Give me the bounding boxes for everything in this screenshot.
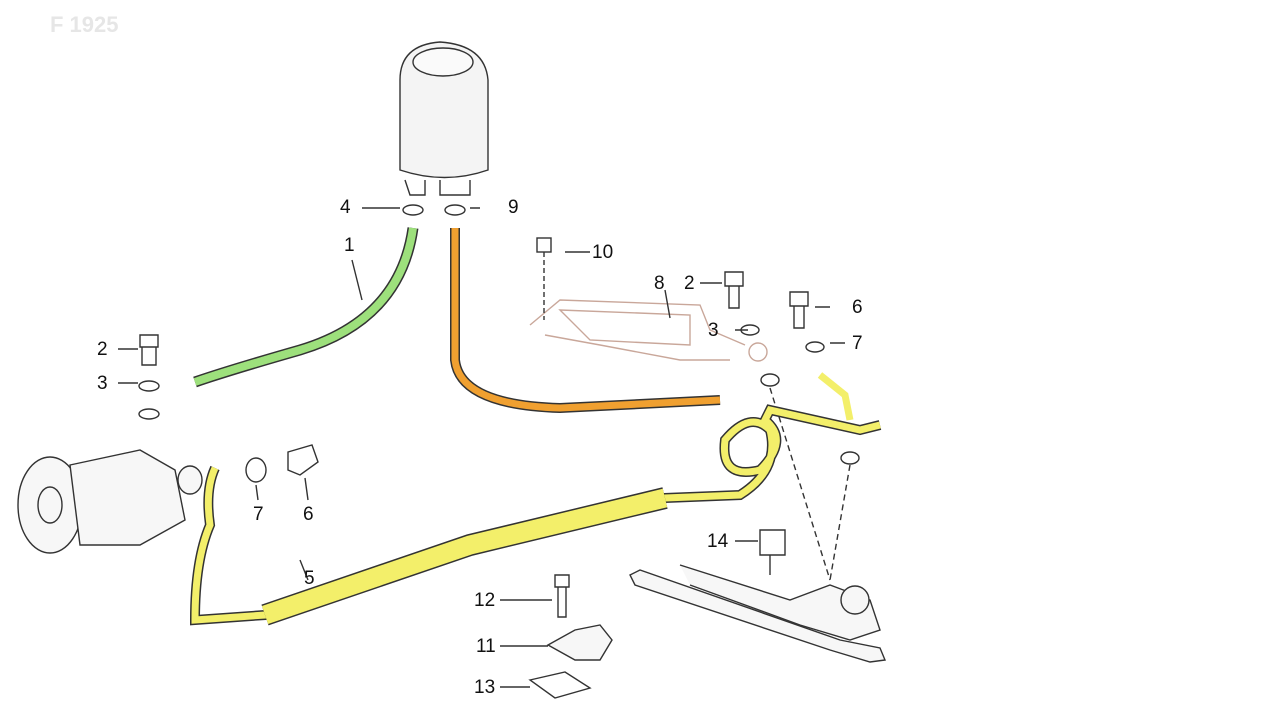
callout-4: 4 [340,197,351,218]
callout-11: 11 [476,636,496,657]
callout-14: 14 [707,531,729,552]
callout-7-right: 7 [852,333,863,354]
supply-hose [450,228,721,414]
bolt-6-right [789,291,809,329]
callout-3-right: 3 [708,320,719,341]
callout-9: 9 [508,197,519,218]
washer-4 [402,204,424,216]
callout-1: 1 [344,235,355,256]
bolt-2-left [139,334,159,366]
power-steering-pump [17,449,203,554]
washer-9 [444,204,466,216]
callout-7-left: 7 [253,504,264,525]
bolt-10 [536,237,552,253]
callout-2-right: 2 [684,273,695,294]
callout-3-left: 3 [97,373,108,394]
callout-13: 13 [474,677,496,698]
callout-8: 8 [654,273,665,294]
callout-10: 10 [592,242,614,263]
steering-rack [629,564,886,663]
callout-2-left: 2 [97,339,108,360]
reservoir [399,41,489,196]
callout-6-left: 6 [303,504,314,525]
nut-13 [528,671,592,699]
faded-header-text: F 1925 [50,12,119,37]
callout-12: 12 [474,590,496,611]
bracket-8 [529,299,746,361]
clamp-11 [546,624,613,661]
bolt-12 [554,574,570,618]
clip-14 [759,529,786,575]
callout-5: 5 [304,568,315,589]
bolt-2-right [724,271,744,309]
callout-6-right: 6 [852,297,863,318]
